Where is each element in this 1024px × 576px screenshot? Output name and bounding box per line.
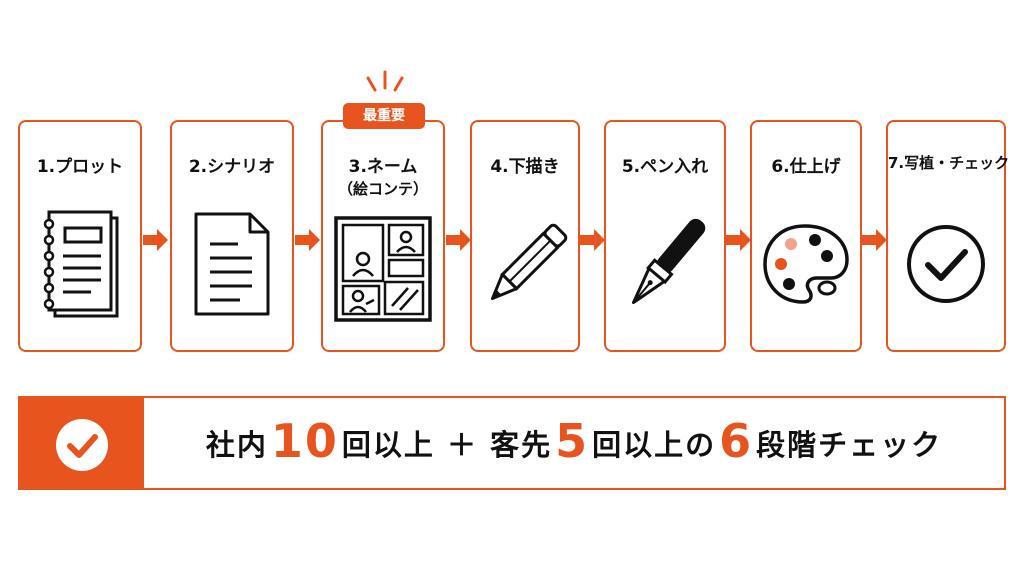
palette-icon xyxy=(763,224,849,304)
step-title: 2.シナリオ xyxy=(188,157,276,177)
step-title: 3.ネーム xyxy=(348,157,418,177)
flow-arrow-icon xyxy=(295,229,320,251)
fountain-pen-icon xyxy=(632,218,706,305)
most-important-badge: 最重要 xyxy=(343,103,425,129)
document-icon xyxy=(194,212,270,316)
step-card-scenario: 2.シナリオ xyxy=(170,120,294,352)
banner-accent-block xyxy=(20,398,144,488)
step-title: 4.下描き xyxy=(490,157,560,177)
step-card-finishing: 6.仕上げ xyxy=(750,120,862,352)
step-card-draft: 4.下描き xyxy=(470,120,580,352)
step-title: 5.ペン入れ xyxy=(621,157,709,177)
banner-text-part: 社内 xyxy=(205,428,268,462)
step-card-lettering-check: 7.写植・チェック xyxy=(886,120,1010,352)
step-card-storyboard: 3.ネーム （絵コンテ） xyxy=(321,120,445,352)
step-card-plot: 1.プロット xyxy=(18,120,142,352)
banner-text-part: 回以上 ＋ 客先 xyxy=(341,428,553,462)
flow-arrow-icon xyxy=(726,229,751,251)
step-title: 1.プロット xyxy=(36,157,124,177)
banner-text-part: 段階チェック xyxy=(756,428,943,462)
storyboard-icon xyxy=(334,216,432,322)
flow-arrow-icon xyxy=(143,229,168,251)
flow-arrow-icon xyxy=(446,229,471,251)
emphasis-burst-icon xyxy=(366,70,404,92)
flow-arrow-icon xyxy=(862,229,887,251)
flow-arrow-icon xyxy=(580,229,605,251)
stage-count: 6 xyxy=(719,414,754,468)
step-subtitle: （絵コンテ） xyxy=(337,180,428,198)
banner-text-part: 回以上の xyxy=(592,428,717,462)
banner-text: 社内 10 回以上 ＋ 客先 5 回以上の 6 段階チェック xyxy=(144,398,1004,488)
step-title: 7.写植・チェック xyxy=(888,154,1010,172)
step-card-inking: 5.ペン入れ xyxy=(604,120,726,352)
check-circle-icon xyxy=(907,225,985,303)
client-check-count: 5 xyxy=(555,414,590,468)
notebook-icon xyxy=(43,210,119,318)
internal-check-count: 10 xyxy=(270,414,339,468)
check-summary-banner: 社内 10 回以上 ＋ 客先 5 回以上の 6 段階チェック xyxy=(18,396,1006,490)
pencil-icon xyxy=(490,223,568,301)
check-badge-icon xyxy=(56,419,108,471)
step-title: 6.仕上げ xyxy=(771,157,841,177)
